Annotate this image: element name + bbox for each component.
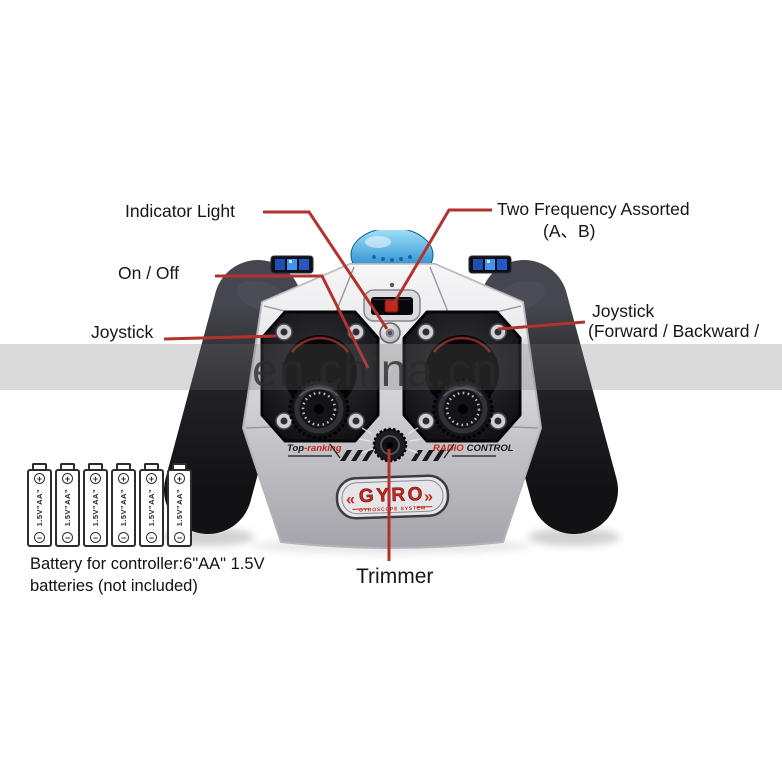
trimmer-knob — [358, 427, 422, 463]
battery-icons: + 1.5V"AA" − + 1.5V"AA" − + 1.5V"AA" − — [27, 463, 192, 547]
battery-icon: + 1.5V"AA" − — [167, 463, 192, 547]
top-ranking-text: Top-ranking — [287, 443, 342, 454]
label-trimmer: Trimmer — [356, 565, 434, 588]
badge-left-chevron: « — [346, 491, 356, 508]
badge-name: GYRO — [359, 484, 426, 507]
badge-right-chevron: » — [424, 489, 434, 506]
battery-icon: + 1.5V"AA" − — [83, 463, 108, 547]
led-module-left — [270, 255, 314, 274]
battery-voltage-label: 1.5V"AA" — [35, 489, 44, 527]
label-indicator-light: Indicator Light — [125, 201, 235, 221]
watermark-text: en.china.cn — [252, 344, 499, 396]
label-joystick-right-line1: Joystick — [592, 301, 655, 321]
battery-icon: + 1.5V"AA" − — [55, 463, 80, 547]
led-module-right — [468, 255, 512, 274]
battery-note-line1: Battery for controller:6"AA" 1.5V — [30, 555, 265, 573]
callout-line-joystick-left — [163, 334, 277, 341]
label-joystick-left: Joystick — [91, 322, 154, 342]
battery-icon: + 1.5V"AA" − — [139, 463, 164, 547]
label-joystick-right-line2: (Forward / Backward / — [588, 321, 760, 341]
joystick-stick-right — [432, 378, 494, 440]
watermark-band — [0, 344, 782, 390]
battery-icon: + 1.5V"AA" − — [27, 463, 52, 547]
callout-line-indicator-light — [263, 210, 389, 330]
badge-subtitle: GYROSCOPE SYSTEM — [359, 505, 426, 513]
joystick-pod-left — [260, 310, 380, 443]
callout-line-on-off — [215, 274, 370, 369]
joystick-pod-right — [402, 310, 522, 443]
battery-minus-terminal: − — [34, 532, 45, 543]
battery-plus-terminal: + — [34, 473, 45, 484]
gyro-badge: « GYRO » GYROSCOPE SYSTEM — [335, 474, 450, 520]
label-on-off: On / Off — [118, 263, 179, 283]
callout-line-two-frequency — [391, 208, 492, 306]
wing-graphics-left: Top-ranking — [287, 443, 374, 461]
callout-line-joystick-right — [497, 320, 586, 331]
battery-note: Battery for controller:6"AA" 1.5V batter… — [30, 553, 265, 597]
battery-note-line2: batteries (not included) — [30, 577, 198, 595]
joystick-stick-left — [288, 378, 350, 440]
battery-icon: + 1.5V"AA" − — [111, 463, 136, 547]
label-two-frequency-line1: Two Frequency Assorted — [497, 199, 690, 219]
label-two-frequency-line2: (A、B) — [543, 221, 596, 241]
